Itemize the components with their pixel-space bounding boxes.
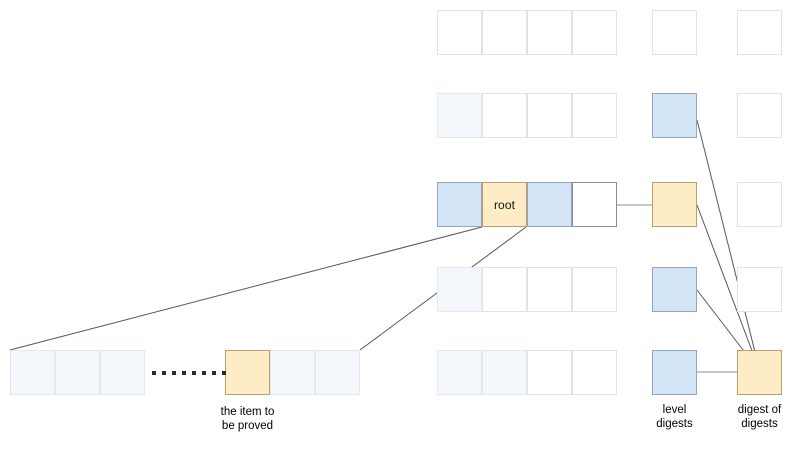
grid-cell-r5-c4[interactable]	[572, 350, 617, 395]
grid-cell-r5-c2[interactable]	[482, 350, 527, 395]
ellipsis-dot	[222, 371, 226, 375]
ellipsis-dot	[192, 371, 196, 375]
cell-label: root	[493, 197, 516, 212]
grid-cell-r4-c4[interactable]	[572, 267, 617, 312]
caption-item-to-be-proved: the item to be proved	[220, 406, 275, 432]
leaf-row-ellipsis	[152, 371, 226, 375]
leaf-cell-5[interactable]	[270, 350, 315, 395]
level-digest-cell-r1[interactable]	[652, 10, 697, 55]
grid-cell-r3-c2[interactable]: root	[482, 182, 527, 227]
root-to-leaf-left	[9, 226, 483, 351]
digest-of-digests-cell-r4[interactable]	[737, 267, 782, 312]
caption-digest-of-digests: digest of digests	[737, 404, 782, 430]
level-digest-r2-to-digest	[696, 119, 761, 373]
grid-cell-r3-c1[interactable]	[437, 182, 482, 227]
digest-of-digests-cell-r1[interactable]	[737, 10, 782, 55]
grid-cell-r5-c1[interactable]	[437, 350, 482, 395]
grid-cell-r1-c3[interactable]	[527, 10, 572, 55]
grid-cell-r3-c3[interactable]	[527, 182, 572, 227]
grid-cell-r4-c3[interactable]	[527, 267, 572, 312]
ellipsis-dot	[182, 371, 186, 375]
digest-of-digests-cell-r3[interactable]	[737, 182, 782, 227]
level-digest-cell-r2[interactable]	[652, 93, 697, 138]
ellipsis-dot	[172, 371, 176, 375]
grid-cell-r2-c3[interactable]	[527, 93, 572, 138]
leaf-cell-2[interactable]	[55, 350, 100, 395]
ellipsis-dot	[212, 371, 216, 375]
grid-cell-r4-c2[interactable]	[482, 267, 527, 312]
grid-cell-r2-c1[interactable]	[437, 93, 482, 138]
grid-cell-r3-c4[interactable]	[572, 182, 617, 227]
digest-of-digests-cell-r2[interactable]	[737, 93, 782, 138]
grid-cell-r1-c1[interactable]	[437, 10, 482, 55]
level-digest-cell-r4[interactable]	[652, 267, 697, 312]
level-digest-cell-r5[interactable]	[652, 350, 697, 395]
leaf-cell-3[interactable]	[100, 350, 145, 395]
leaf-cell-1[interactable]	[10, 350, 55, 395]
leaf-cell-6[interactable]	[315, 350, 360, 395]
grid-cell-r2-c2[interactable]	[482, 93, 527, 138]
digest-of-digests-cell-r5[interactable]	[737, 350, 782, 395]
ellipsis-dot	[162, 371, 166, 375]
caption-level-digests: level digests	[656, 404, 693, 430]
level-digest-cell-r3[interactable]	[652, 182, 697, 227]
grid-cell-r1-c4[interactable]	[572, 10, 617, 55]
grid-cell-r4-c1[interactable]	[437, 267, 482, 312]
leaf-cell-4[interactable]	[225, 350, 270, 395]
grid-cell-r2-c4[interactable]	[572, 93, 617, 138]
grid-cell-r1-c2[interactable]	[482, 10, 527, 55]
ellipsis-dot	[202, 371, 206, 375]
ellipsis-dot	[152, 371, 156, 375]
grid-cell-r5-c3[interactable]	[527, 350, 572, 395]
